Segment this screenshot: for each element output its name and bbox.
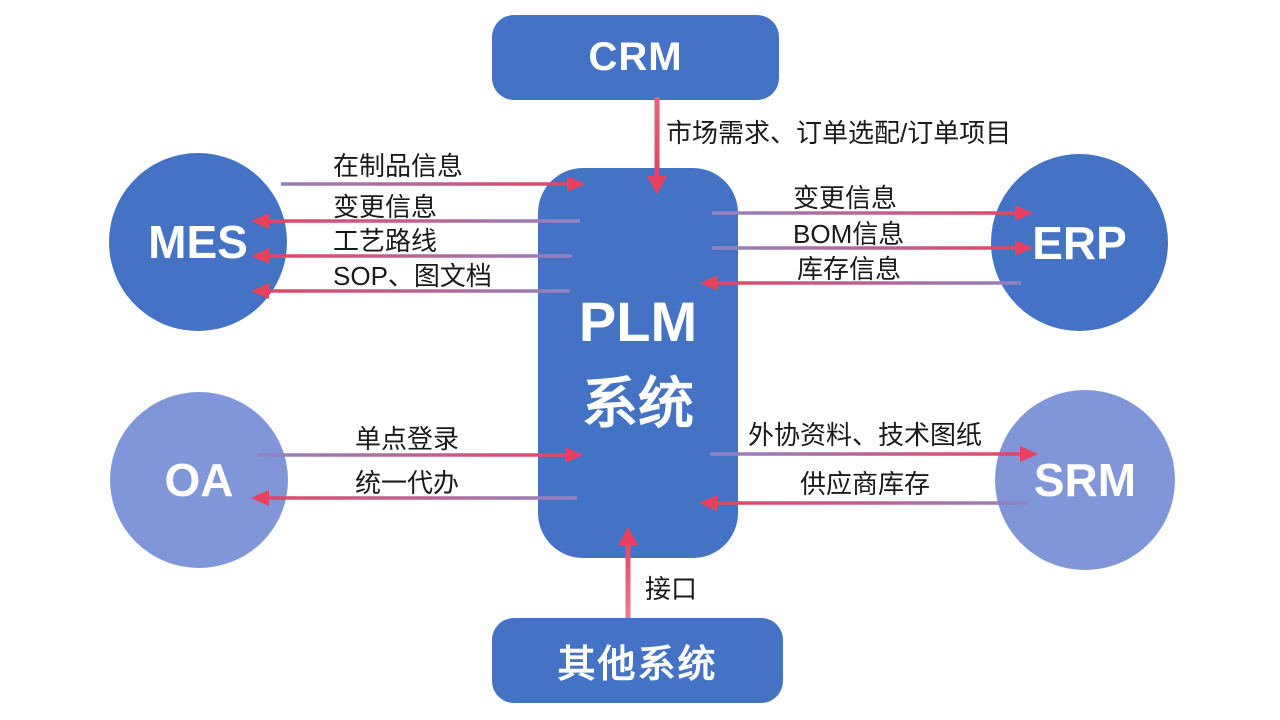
flow-label-mes-wip: 在制品信息 — [333, 151, 464, 181]
flow-label-mes-change: 变更信息 — [333, 192, 438, 222]
flow-label-srm-inventory: 供应商库存 — [800, 469, 931, 499]
node-plm: PLM 系统 — [538, 168, 738, 558]
node-oa: OA — [110, 392, 288, 568]
node-crm-label: CRM — [588, 35, 683, 79]
node-plm-label-line1: PLM — [578, 290, 698, 353]
flow-label-erp-bom: BOM信息 — [793, 219, 905, 249]
node-oa-label: OA — [164, 454, 234, 506]
node-other-systems: 其他系统 — [492, 618, 783, 703]
node-plm-label-line2: 系统 — [582, 372, 694, 435]
node-other-systems-label: 其他系统 — [557, 644, 718, 686]
flow-label-erp-change: 变更信息 — [793, 183, 898, 213]
flow-label-oa-todo: 统一代办 — [355, 468, 460, 498]
node-mes: MES — [109, 153, 287, 331]
flow-label-other-interface: 接口 — [645, 574, 698, 604]
flow-label-mes-route: 工艺路线 — [333, 226, 438, 256]
flow-label-erp-inventory: 库存信息 — [797, 254, 902, 284]
node-crm: CRM — [492, 15, 779, 100]
flow-label-mes-sop: SOP、图文档 — [333, 261, 492, 291]
node-mes-label: MES — [148, 216, 248, 268]
flow-label-crm-to-plm: 市场需求、订单选配/订单项目 — [666, 118, 1012, 148]
flow-label-oa-sso: 单点登录 — [355, 424, 460, 454]
node-srm: SRM — [995, 390, 1175, 570]
node-srm-label: SRM — [1033, 454, 1137, 506]
node-erp-label: ERP — [1032, 216, 1127, 269]
flow-label-srm-docs: 外协资料、技术图纸 — [748, 420, 983, 450]
node-erp: ERP — [991, 154, 1168, 331]
